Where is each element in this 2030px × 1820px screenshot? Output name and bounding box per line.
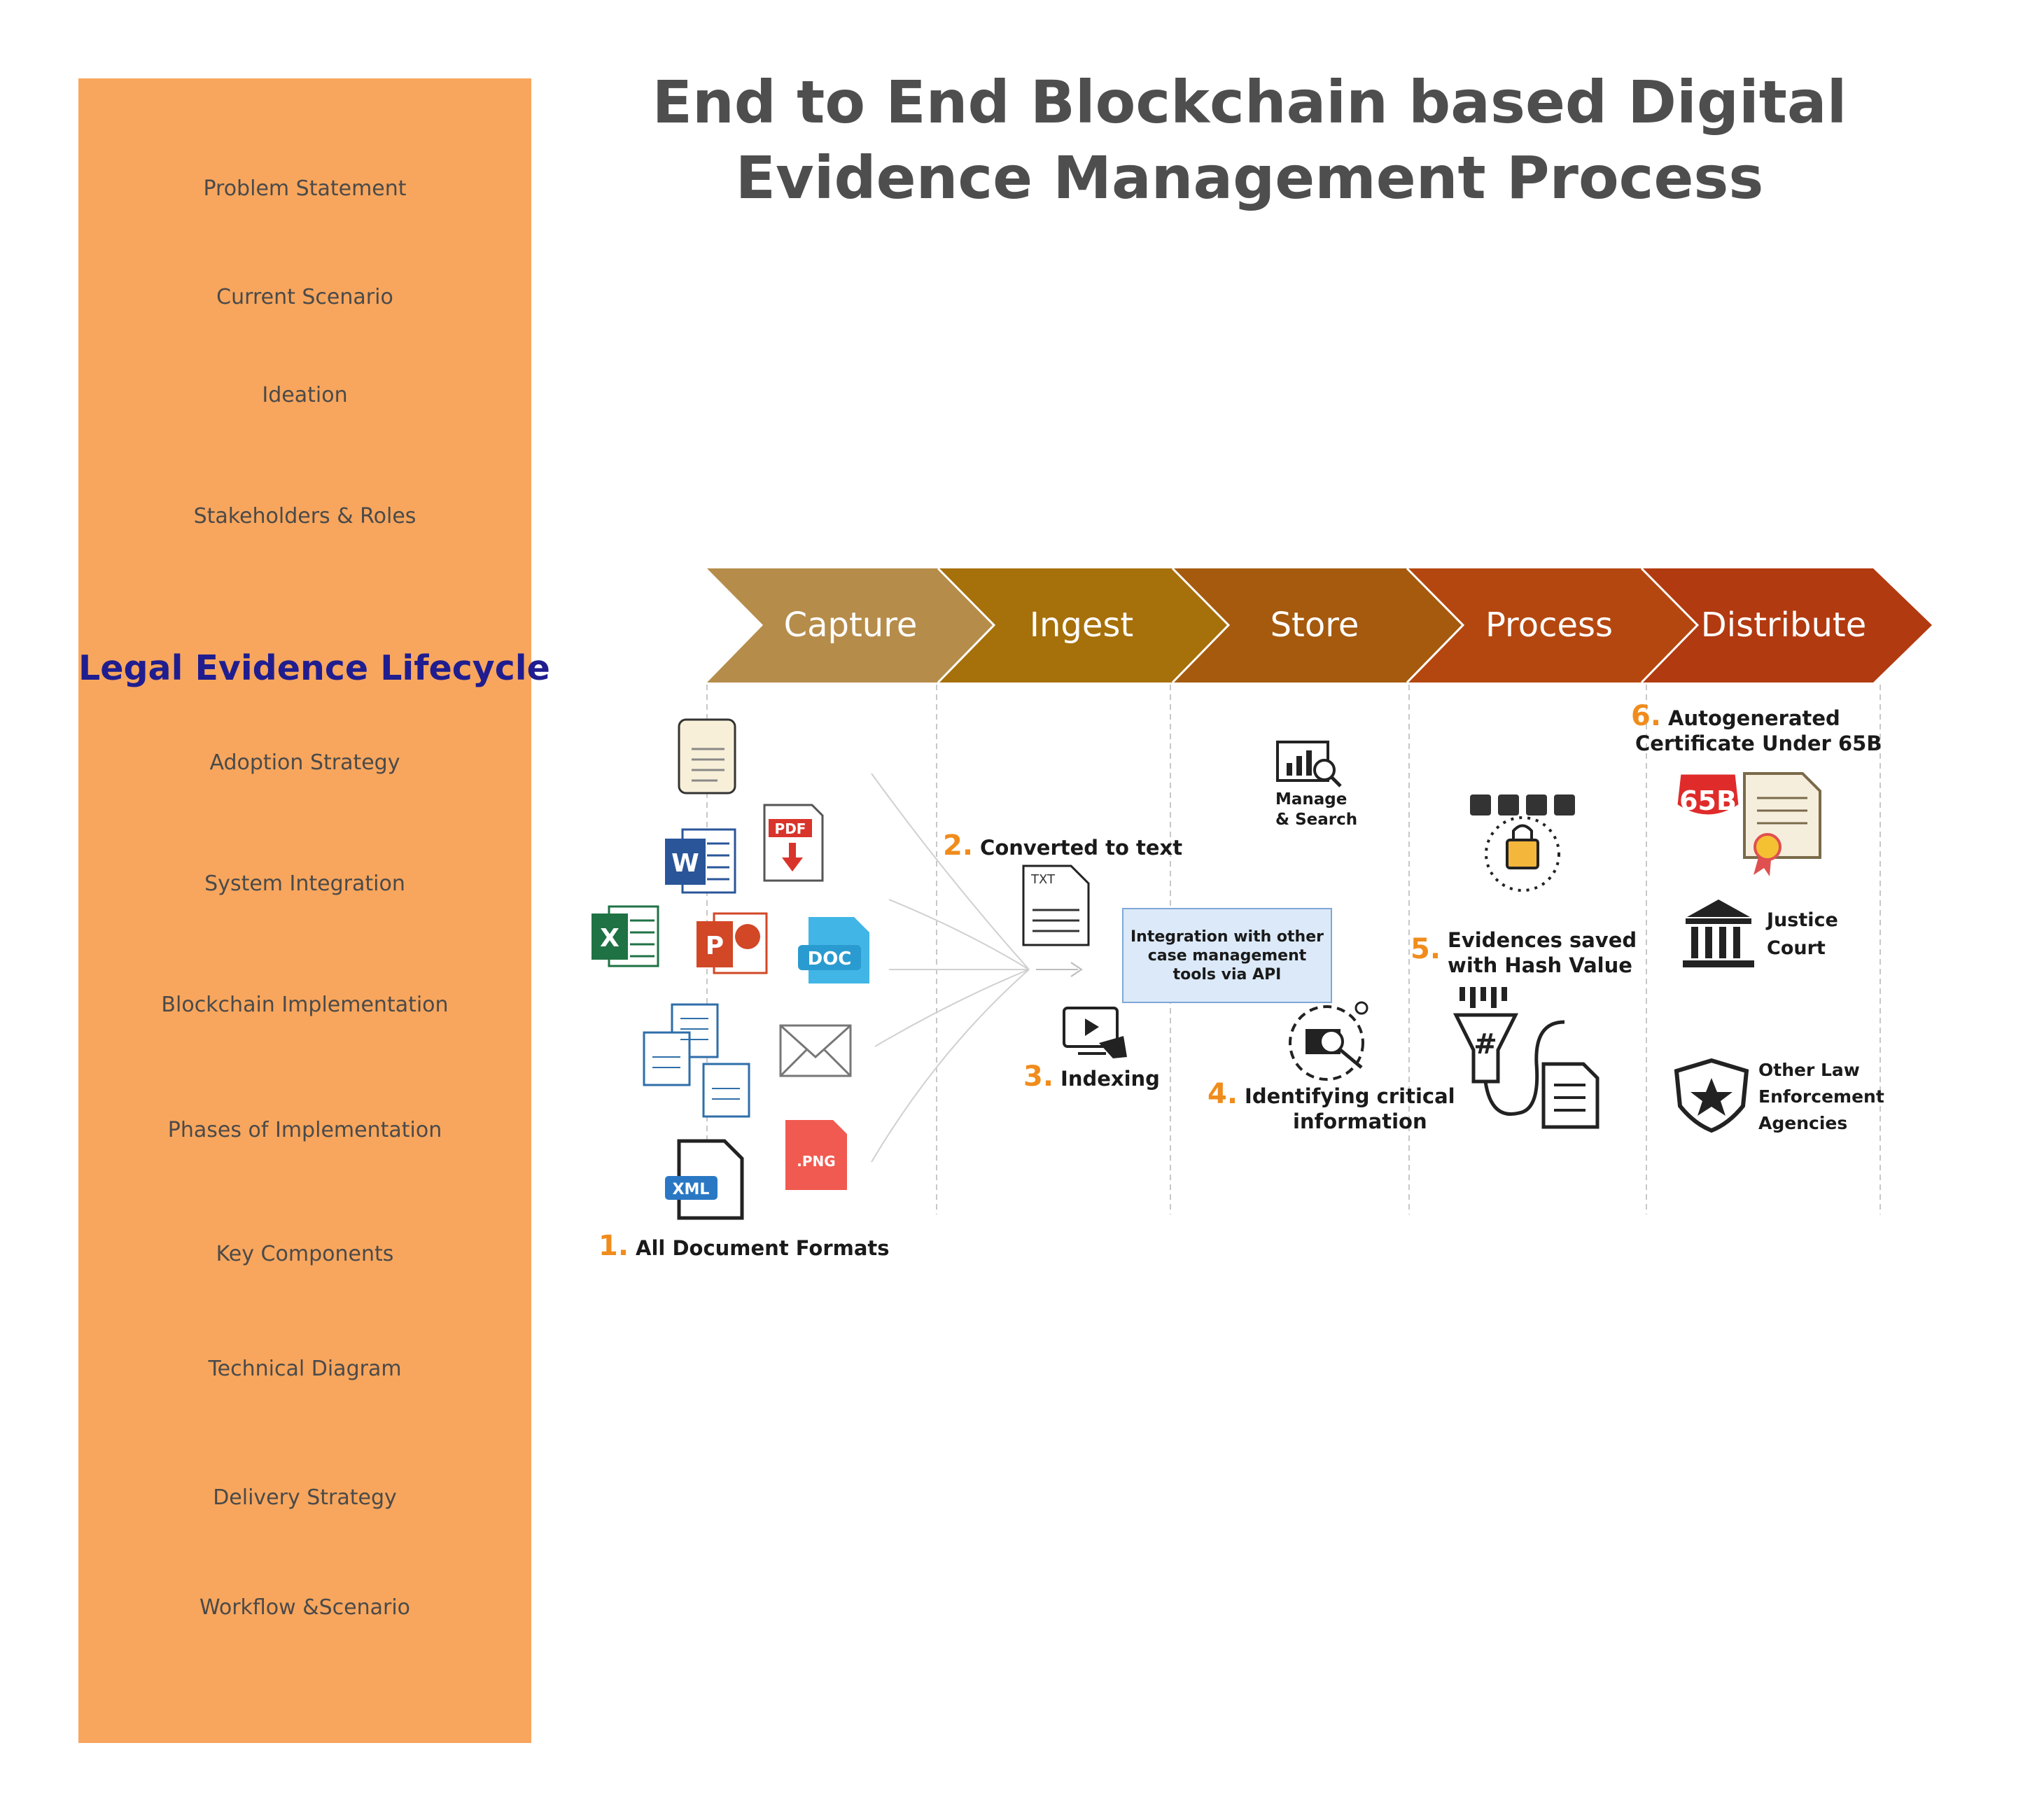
step-1-caption: 1. All Document Formats	[598, 1230, 890, 1262]
step-6-text-line1: Autogenerated	[1668, 706, 1840, 730]
hash-funnel-icon: #	[1452, 987, 1600, 1129]
sidebar-item-workflow-scenario[interactable]: Workflow &Scenario	[199, 1595, 411, 1620]
doc-badge: DOC	[808, 948, 852, 969]
step-5-text-line1: Evidences saved	[1448, 928, 1637, 952]
pdf-badge: PDF	[775, 820, 806, 837]
page-title: End to End Blockchain based Digital Evid…	[652, 68, 1847, 212]
api-integration-box: Integration with other case management t…	[1122, 908, 1332, 1003]
manage-search-line1: Manage	[1275, 790, 1348, 808]
xml-badge: XML	[673, 1181, 710, 1198]
word-badge: W	[671, 849, 699, 878]
doc-file-icon: DOC	[798, 917, 869, 983]
camera-analysis-icon	[1289, 1001, 1368, 1081]
stage-chevron-ingest	[938, 568, 1228, 682]
step-2-text: Converted to text	[980, 836, 1183, 860]
other-law-line2: Enforcement	[1758, 1086, 1884, 1107]
step-3-number: 3.	[1023, 1060, 1054, 1093]
step-6-number: 6.	[1631, 700, 1662, 732]
step-1-number: 1.	[598, 1230, 629, 1262]
manage-search-label: Manage & Search	[1275, 790, 1357, 830]
blockchain-lock-icon	[1470, 794, 1575, 892]
step-2-number: 2.	[943, 830, 974, 862]
excel-badge: X	[600, 924, 620, 953]
sidebar-nav	[78, 78, 531, 1743]
sidebar-item-phases-of-implementation[interactable]: Phases of Implementation	[167, 1118, 442, 1142]
step-4-text-line2: information	[1293, 1110, 1427, 1133]
stage-label-ingest: Ingest	[1029, 606, 1134, 645]
court-building-icon	[1683, 899, 1754, 967]
stage-chevron-process	[1407, 568, 1698, 682]
sidebar-item-blockchain-implementation[interactable]: Blockchain Implementation	[161, 993, 449, 1017]
png-badge: .PNG	[797, 1153, 835, 1170]
seal-badge: 65B	[1679, 785, 1737, 816]
sidebar-item-technical-diagram[interactable]: Technical Diagram	[208, 1357, 402, 1381]
merge-lines	[871, 773, 1083, 1163]
police-badge-icon	[1674, 1058, 1749, 1133]
step-4-number: 4.	[1208, 1078, 1238, 1110]
stage-label-store: Store	[1270, 606, 1359, 645]
multiple-documents-icon	[643, 1003, 750, 1118]
step-4-caption: 4. Identifying critical information	[1208, 1080, 1455, 1134]
stage-chevron-distribute	[1642, 568, 1932, 682]
step-5-number: 5.	[1410, 933, 1441, 965]
certificate-icon	[1743, 772, 1821, 876]
powerpoint-file-icon: P	[696, 912, 768, 974]
manage-search-line2: & Search	[1275, 811, 1358, 829]
txt-badge: TXT	[1030, 872, 1056, 887]
stage-label-process: Process	[1485, 606, 1614, 645]
step-6-caption: 6.Autogenerated Certificate Under 65B	[1631, 702, 1882, 756]
stage-chevron-store	[1172, 568, 1463, 682]
stage-label-capture: Capture	[783, 606, 918, 645]
step-1-text: All Document Formats	[636, 1236, 890, 1260]
sidebar-item-stakeholders-roles[interactable]: Stakeholders & Roles	[193, 504, 416, 528]
email-icon	[779, 1024, 852, 1077]
excel-file-icon: X	[592, 905, 659, 967]
step-5-text-line2: with Hash Value	[1448, 953, 1632, 977]
section-65b-seal-icon: 65B	[1675, 772, 1741, 817]
word-file-icon: W	[665, 828, 736, 894]
sidebar-item-current-scenario[interactable]: Current Scenario	[216, 285, 393, 309]
sidebar-item-problem-statement[interactable]: Problem Statement	[203, 176, 407, 201]
sidebar-item-system-integration[interactable]: System Integration	[204, 872, 405, 896]
stage-chevron-capture	[707, 568, 994, 682]
step-4-text-line1: Identifying critical	[1245, 1084, 1455, 1108]
other-law-line3: Agencies	[1758, 1113, 1848, 1133]
document-icon	[678, 718, 736, 794]
ppt-badge: P	[706, 932, 724, 960]
sidebar-item-adoption-strategy[interactable]: Adoption Strategy	[209, 750, 400, 775]
step-2-caption: 2.Converted to text	[943, 830, 1183, 862]
sidebar-item-delivery-strategy[interactable]: Delivery Strategy	[213, 1485, 397, 1510]
analytics-search-icon	[1276, 741, 1342, 788]
sidebar-item-legal-evidence-lifecycle[interactable]: Legal Evidence Lifecycle	[78, 648, 550, 688]
indexing-icon	[1063, 1007, 1127, 1058]
step-3-caption: 3.Indexing	[1023, 1063, 1160, 1091]
txt-file-icon: TXT	[1022, 864, 1090, 946]
stage-label-distribute: Distribute	[1700, 606, 1867, 645]
hash-symbol: #	[1474, 1028, 1497, 1060]
justice-court-line2: Court	[1767, 937, 1826, 959]
xml-file-icon: XML	[665, 1139, 744, 1220]
justice-court-line1: Justice	[1767, 909, 1838, 931]
other-law-line1: Other Law	[1758, 1060, 1860, 1080]
step-3-text: Indexing	[1060, 1067, 1160, 1091]
png-file-icon: .PNG	[785, 1120, 847, 1190]
step-6-text-line2: Certificate Under 65B	[1635, 732, 1882, 755]
pdf-file-icon: PDF	[763, 804, 824, 882]
sidebar-item-ideation[interactable]: Ideation	[262, 383, 348, 407]
sidebar-item-key-components[interactable]: Key Components	[216, 1242, 394, 1266]
